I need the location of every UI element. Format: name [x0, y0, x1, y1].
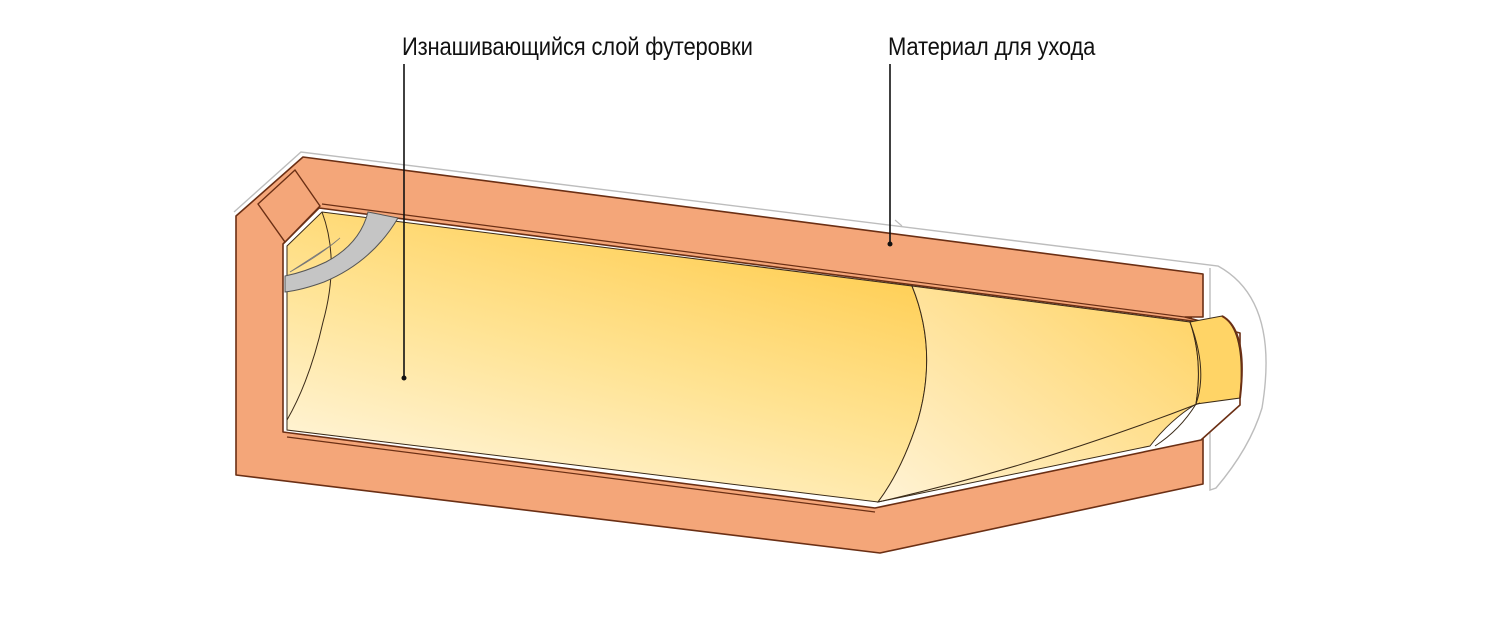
- label-wear-layer: Изнашивающийся слой футеровки: [402, 33, 753, 61]
- cone-right-curve: [1154, 321, 1202, 447]
- label-care-material: Материал для ухода: [888, 33, 1096, 61]
- barrel-front-curve: [286, 211, 332, 421]
- top-lining-seam: [321, 203, 1193, 319]
- corner-lining-block: [257, 168, 321, 244]
- care-material-patch-inner: [289, 237, 341, 273]
- leader-dot-care-material: [887, 241, 893, 247]
- bottom-lining-seam: [286, 436, 876, 513]
- outer-shell-seam: [894, 219, 903, 227]
- leader-dot-wear-layer: [401, 375, 407, 381]
- outer-shell: [233, 151, 1267, 491]
- care-material-patch: [284, 211, 399, 293]
- nozzle-lip: [1221, 315, 1243, 399]
- cone-lower-curve: [877, 402, 1201, 503]
